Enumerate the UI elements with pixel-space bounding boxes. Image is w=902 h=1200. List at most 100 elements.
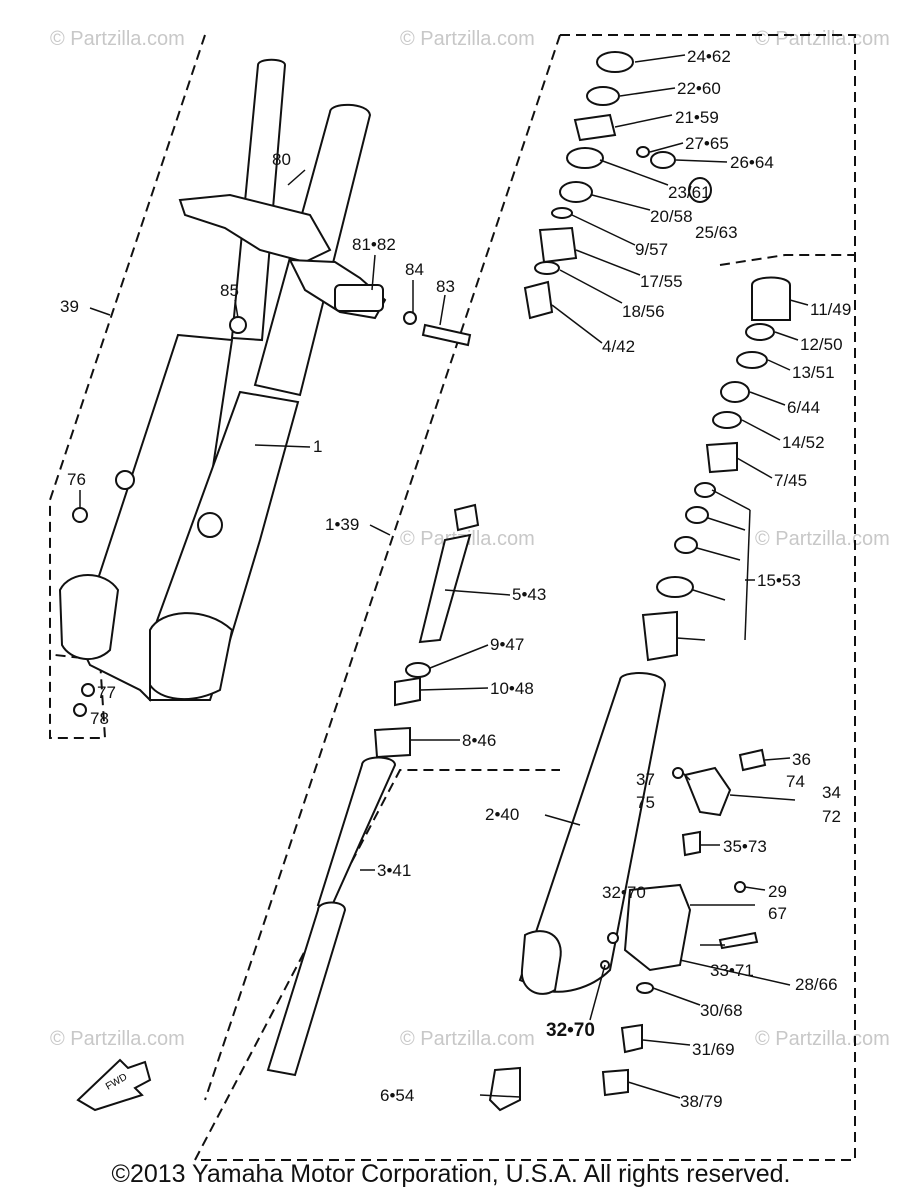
outer-tube-boss <box>520 930 562 995</box>
callout-67: 67 <box>768 904 787 923</box>
callout-17-55: 17/55 <box>640 272 683 291</box>
part-22-60 <box>586 86 620 106</box>
bolt-76 <box>72 507 88 523</box>
bolt-83 <box>421 323 472 347</box>
callout-30-68: 30/68 <box>700 1001 743 1020</box>
spring-4-42 <box>523 280 554 320</box>
callout-22-60: 22•60 <box>677 79 721 98</box>
callouts: 24•62 22•60 21•59 27•65 26•64 23/61 25/6… <box>60 47 851 1111</box>
fwd-arrow-shape <box>76 1058 152 1112</box>
outer-fork-group-boundary <box>719 254 855 266</box>
callout-81-82: 81•82 <box>352 235 396 254</box>
callout-13-51: 13/51 <box>792 363 835 382</box>
callout-37: 37 <box>636 770 655 789</box>
part-31-69 <box>620 1023 643 1054</box>
callout-83: 83 <box>436 277 455 296</box>
callout-29: 29 <box>768 882 787 901</box>
nut-78 <box>73 703 87 717</box>
callout-39: 39 <box>60 297 79 316</box>
caliper-28-66 <box>623 883 692 972</box>
part-9-57 <box>551 207 573 219</box>
part-20-58 <box>559 181 593 203</box>
watermark: © Partzilla.com <box>400 1028 535 1050</box>
callout-84: 84 <box>405 260 424 279</box>
callout-6-44: 6/44 <box>787 398 820 417</box>
part-14-52 <box>712 411 742 429</box>
fork-internals <box>266 51 712 1112</box>
left-fork-inner-tube <box>230 58 287 342</box>
part-9-47 <box>405 662 431 678</box>
callout-32-70-upper: 32•70 <box>602 883 646 902</box>
part-15b <box>685 506 709 524</box>
callout-20-58: 20/58 <box>650 207 693 226</box>
part-15c <box>674 536 698 554</box>
caliper-bracket-34-72 <box>683 766 732 817</box>
part-6-44 <box>720 381 750 403</box>
bolt-33-71 <box>718 931 759 950</box>
damper-rod-5-43 <box>418 533 472 644</box>
forward-arrow: FWD <box>76 1058 152 1112</box>
part-35-73 <box>681 830 701 857</box>
callout-77: 77 <box>97 683 116 702</box>
callout-9-57: 9/57 <box>635 240 668 259</box>
callout-31-69: 31/69 <box>692 1040 735 1059</box>
callout-12-50: 12/50 <box>800 335 843 354</box>
outer-tube-parts <box>518 276 791 1097</box>
part-12-50 <box>745 323 775 341</box>
callout-76: 76 <box>67 470 86 489</box>
callout-85: 85 <box>220 281 239 300</box>
callout-10-48: 10•48 <box>490 679 534 698</box>
part-21-59 <box>573 113 617 142</box>
callout-5-43: 5•43 <box>512 585 546 604</box>
bolt-6-54 <box>488 1066 521 1112</box>
callout-78: 78 <box>90 709 109 728</box>
callout-24-62: 24•62 <box>687 47 731 66</box>
inner-tube-lower <box>266 901 347 1077</box>
part-30-68 <box>636 982 654 994</box>
part-32-70-a <box>607 932 619 944</box>
handlebar-holder <box>334 284 384 312</box>
watermark: © Partzilla.com <box>50 1028 185 1050</box>
inner-fork-group-boundary <box>204 34 561 1101</box>
part-25-63 <box>688 177 712 203</box>
callout-25-63: 25/63 <box>695 223 738 242</box>
callout-2-40: 2•40 <box>485 805 519 824</box>
callout-34: 34 <box>822 783 841 802</box>
callout-9-47: 9•47 <box>490 635 524 654</box>
part-15d <box>656 576 694 598</box>
callout-23-61: 23/61 <box>668 183 711 202</box>
part-18-56 <box>534 261 560 275</box>
part-27-65 <box>636 146 650 158</box>
leader-lines <box>79 54 809 1099</box>
spring-small <box>453 503 480 532</box>
watermark: © Partzilla.com <box>755 1028 890 1050</box>
inner-tube-3-41 <box>316 756 397 912</box>
callout-18-56: 18/56 <box>622 302 665 321</box>
fork-seal-mark <box>197 512 223 538</box>
part-8-46 <box>373 726 411 759</box>
part-17-55 <box>538 226 578 264</box>
part-7-45 <box>705 441 738 474</box>
callout-28-66: 28/66 <box>795 975 838 994</box>
callout-6-54: 6•54 <box>380 1086 414 1105</box>
right-axle-boss <box>149 612 234 701</box>
callout-8-46: 8•46 <box>462 731 496 750</box>
callout-27-65: 27•65 <box>685 134 729 153</box>
bolt-85 <box>229 316 247 334</box>
callout-80: 80 <box>272 150 291 169</box>
part-15e <box>641 610 678 662</box>
bolt-76-upper <box>115 470 135 490</box>
left-axle-boss <box>58 574 120 660</box>
callout-3-41: 3•41 <box>377 861 411 880</box>
front-fork-assembly <box>58 58 472 717</box>
watermark: © Partzilla.com <box>400 28 535 50</box>
callout-14-52: 14/52 <box>782 433 825 452</box>
callout-32-70-lower: 32•70 <box>546 1020 595 1041</box>
part-23-61 <box>566 147 604 169</box>
washer-77 <box>81 683 95 697</box>
part-36-74 <box>738 748 767 772</box>
callout-1: 1 <box>313 437 322 456</box>
part-24-62 <box>596 51 634 73</box>
callout-72: 72 <box>822 807 841 826</box>
